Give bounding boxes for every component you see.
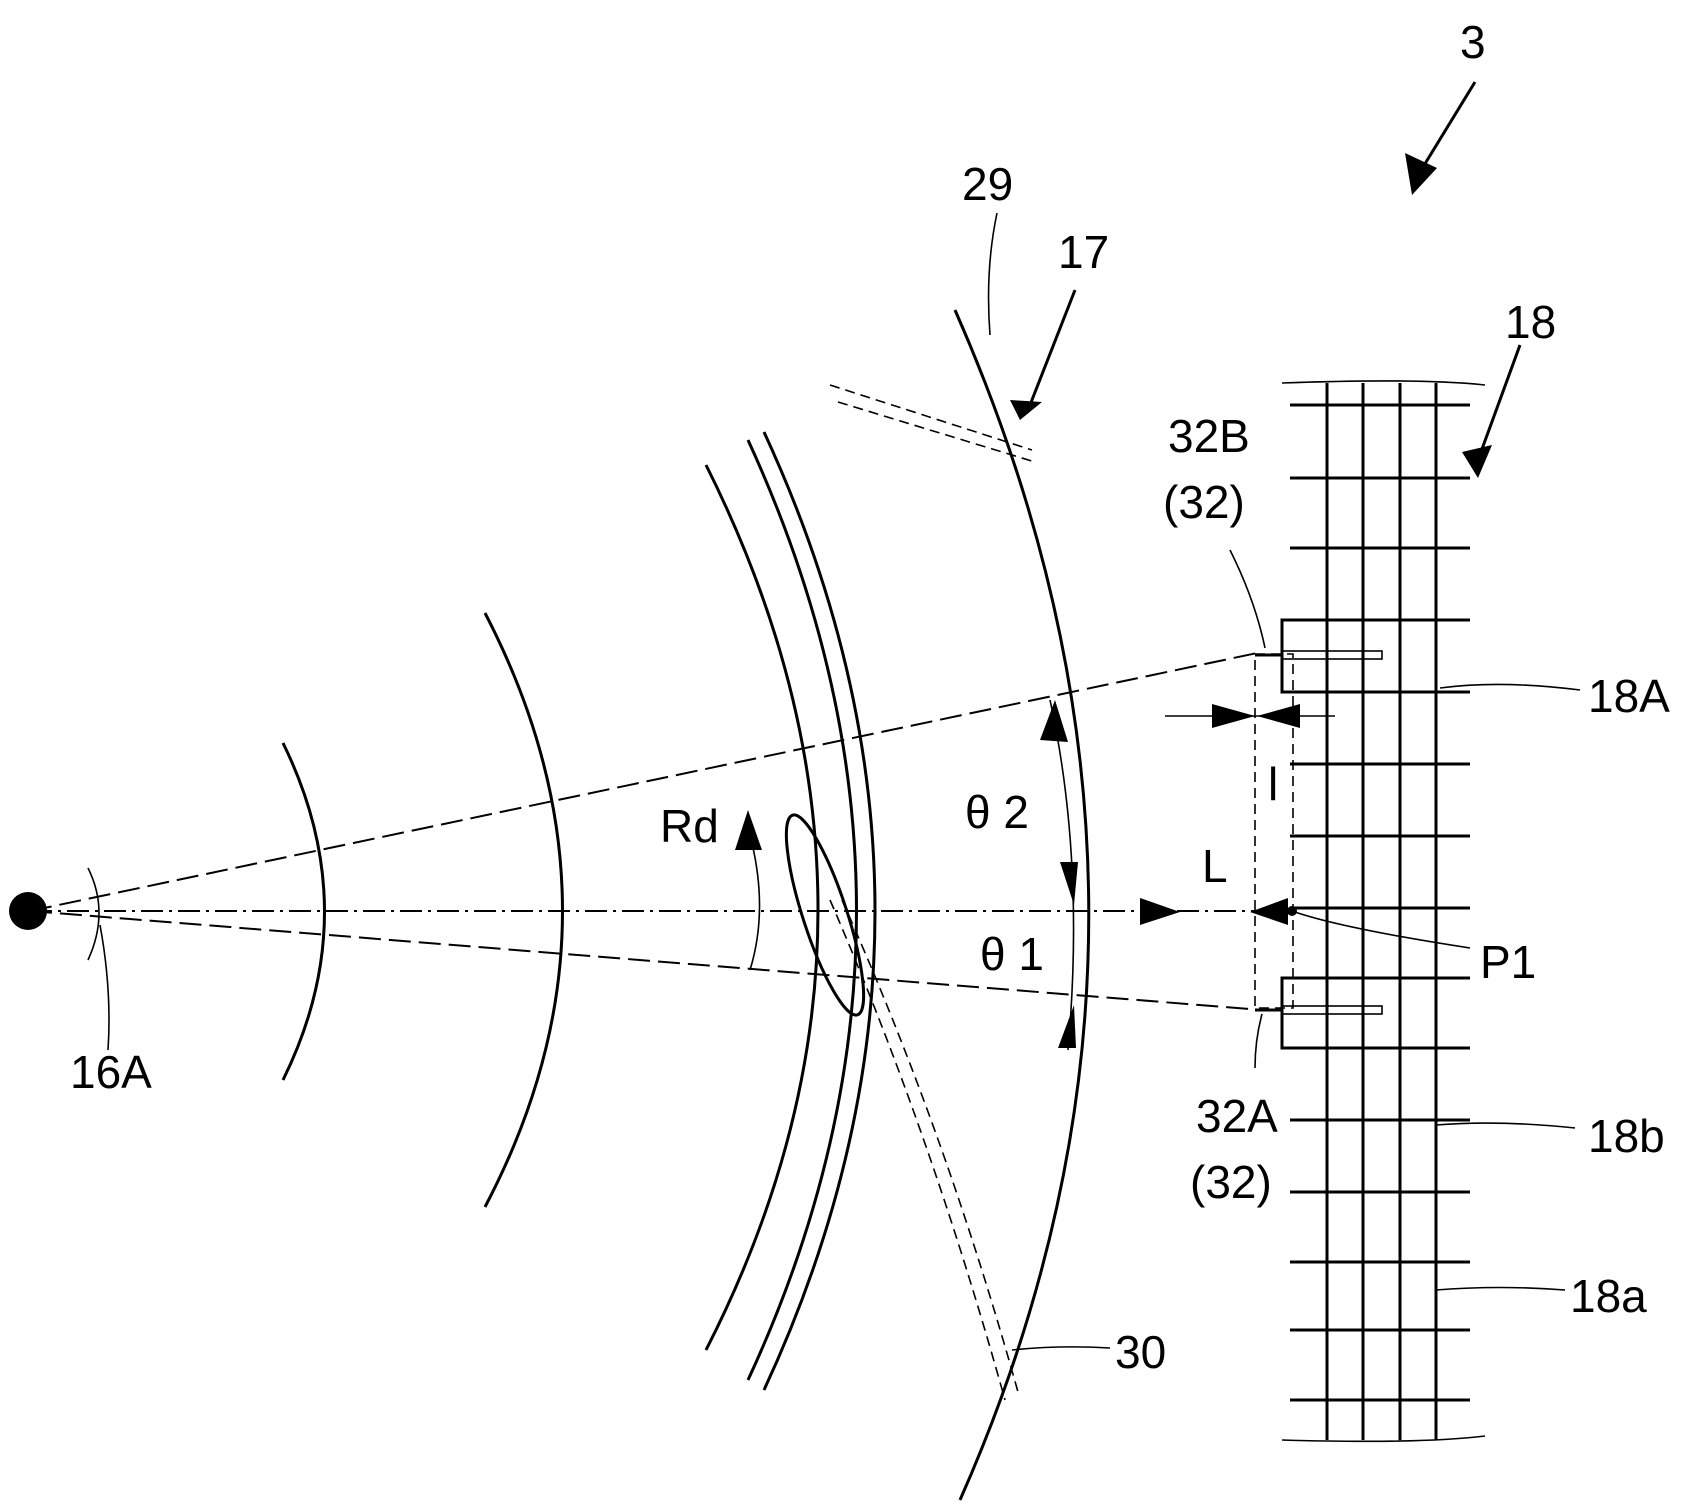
dashed-region [1254,653,1294,1009]
label-18a: 18a [1570,1270,1647,1322]
label-29: 29 [962,158,1013,210]
label-30: 30 [1115,1326,1166,1378]
wavefront-arc-3 [704,464,820,1351]
ray-lower [29,910,1263,1011]
lower-dashed-line-2 [841,899,1019,1393]
label-32B: 32B [1168,410,1250,462]
label-18A: 18A [1588,670,1670,722]
label-Rd: Rd [660,800,719,852]
leader-30 [1011,1346,1111,1351]
sensor-32B [1255,618,1383,694]
upper-dashed-line-1 [829,384,1033,451]
label-32A: 32A [1196,1090,1278,1142]
L-arrow-left [1140,898,1180,925]
source-point [9,892,47,930]
label-18: 18 [1505,296,1556,348]
label-32A-paren: (32) [1190,1156,1272,1208]
label-16A: 16A [70,1046,152,1098]
theta1-arrow-top [1058,1005,1076,1048]
l-arrow-left [1212,704,1255,728]
arrow-18-leader [1476,344,1522,461]
theta2-arrow-bottom [1060,862,1078,905]
leader-18a [1435,1286,1566,1291]
grid-18 [1281,380,1486,1443]
L-arrow-right [1250,898,1288,925]
arrow-18-head [1462,445,1492,478]
label-P1: P1 [1480,936,1536,988]
sensor-32A [1255,976,1383,1050]
label-l: l [1268,758,1278,810]
label-theta1: θ 1 [980,928,1044,980]
source-arc-16A [87,867,100,961]
lower-dashed-line-1 [829,899,1006,1401]
label-L: L [1202,840,1228,892]
label-32B-paren: (32) [1163,476,1245,528]
leader-32B [1229,549,1266,649]
figure-ref-label: 3 [1460,16,1486,68]
rd-arrow-head [735,810,762,850]
arrow-17-head [1010,400,1042,420]
l-arrow-right [1257,704,1300,728]
label-18b: 18b [1588,1110,1665,1162]
leader-18A [1439,683,1581,691]
leader-17-arrow [1028,289,1077,406]
wavefront-arc-1 [281,742,326,1081]
leader-16A [99,924,110,1051]
label-17: 17 [1058,226,1109,278]
leader-32A [1254,1013,1263,1069]
leader-18b [1435,1122,1576,1129]
ray-upper [29,651,1263,912]
label-theta2: θ 2 [965,786,1029,838]
leader-29 [987,212,998,336]
leader-P1 [1291,910,1471,949]
loop-ellipse [784,813,866,1017]
theta2-arrow-top [1040,700,1068,742]
figure-ref-arrow-head [1405,153,1437,195]
wavefront-arc-4a [746,439,858,1381]
upper-dashed-line-2 [837,401,1036,463]
surface-17-arc [953,309,1091,1501]
